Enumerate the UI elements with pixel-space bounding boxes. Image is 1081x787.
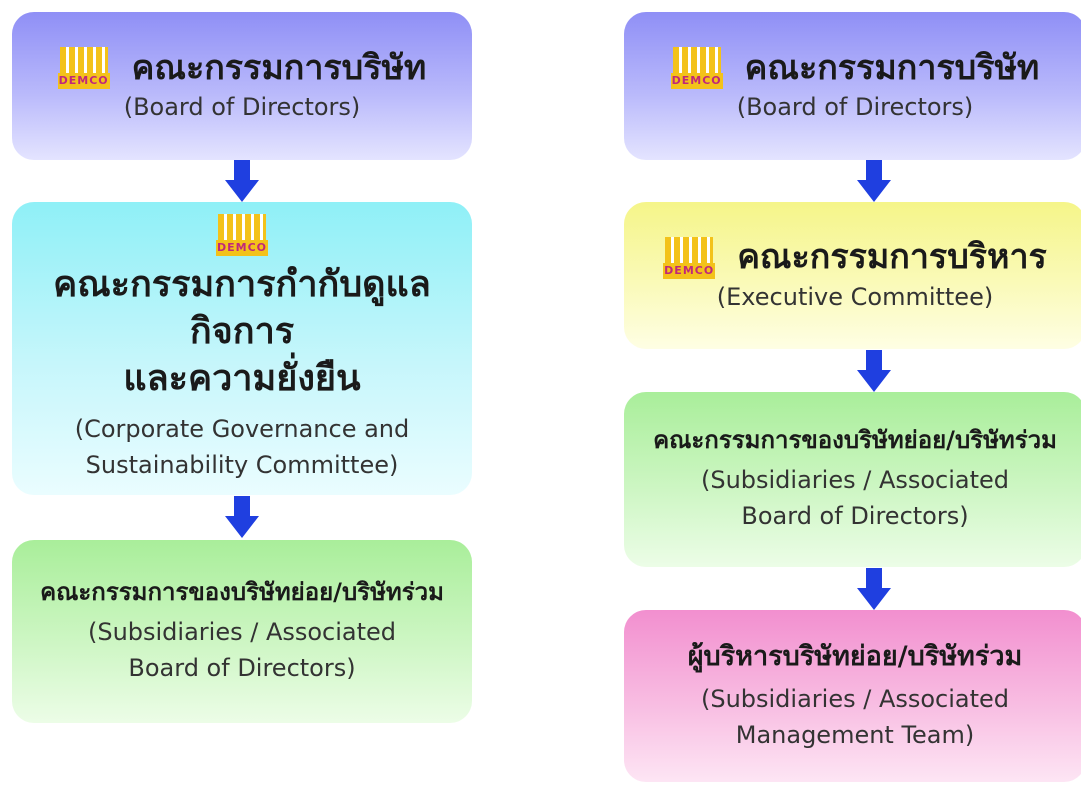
down-arrow-icon (225, 496, 259, 538)
left-governance-th-line1: คณะกรรมการกำกับดูแลกิจการ (53, 264, 431, 353)
right-management-th: ผู้บริหารบริษัทย่อย/บริษัทร่วม (687, 641, 1023, 673)
right-subsidiaries-en-line2: Board of Directors) (741, 502, 969, 531)
left-subsidiaries-en-line2: Board of Directors) (128, 654, 356, 683)
down-arrow-icon (857, 568, 891, 610)
left-governance-en-line1: (Corporate Governance and (74, 414, 410, 443)
demco-logo-icon: DEMCO (57, 47, 110, 89)
left-governance-th-line2: และความยั่งยืน (123, 357, 361, 399)
right-management-box: ผู้บริหารบริษัทย่อย/บริษัทร่วม (Subsidia… (624, 610, 1081, 782)
right-board-title-row: DEMCO คณะกรรมการบริษัท (670, 47, 1040, 90)
right-board-box: DEMCO คณะกรรมการบริษัท (Board of Directo… (624, 12, 1081, 160)
left-subsidiaries-th: คณะกรรมการของบริษัทย่อย/บริษัทร่วม (40, 577, 444, 606)
left-subsidiaries-en-line1: (Subsidiaries / Associated (87, 618, 397, 647)
right-board-th: คณะกรรมการบริษัท (744, 47, 1040, 88)
right-subsidiaries-th: คณะกรรมการของบริษัทย่อย/บริษัทร่วม (653, 425, 1057, 454)
right-subsidiaries-en-line1: (Subsidiaries / Associated (700, 466, 1010, 495)
right-management-en-line2: Management Team) (735, 720, 975, 749)
left-governance-en-line2: Sustainability Committee) (85, 450, 399, 479)
right-executive-th: คณะกรรมการบริหาร (737, 237, 1047, 278)
left-board-en: (Board of Directors) (123, 93, 361, 122)
left-governance-box: DEMCO คณะกรรมการกำกับดูแลกิจการ และความย… (12, 202, 472, 495)
right-subsidiaries-box: คณะกรรมการของบริษัทย่อย/บริษัทร่วม (Subs… (624, 392, 1081, 567)
right-management-en-line1: (Subsidiaries / Associated (700, 684, 1010, 713)
right-executive-box: DEMCO คณะกรรมการบริหาร (Executive Commit… (624, 202, 1081, 349)
left-board-th: คณะกรรมการบริษัท (131, 47, 427, 88)
demco-logo-icon: DEMCO (670, 47, 723, 89)
right-board-en: (Board of Directors) (736, 93, 974, 122)
right-executive-en: (Executive Committee) (716, 282, 994, 311)
down-arrow-icon (857, 160, 891, 202)
left-subsidiaries-box: คณะกรรมการของบริษัทย่อย/บริษัทร่วม (Subs… (12, 540, 472, 723)
right-executive-title-row: DEMCO คณะกรรมการบริหาร (663, 236, 1047, 279)
left-board-box: DEMCO คณะกรรมการบริษัท (Board of Directo… (12, 12, 472, 160)
demco-logo-icon: DEMCO (216, 214, 268, 257)
down-arrow-icon (225, 160, 259, 202)
demco-logo-icon: DEMCO (663, 236, 716, 279)
down-arrow-icon (857, 350, 891, 392)
left-board-title-row: DEMCO คณะกรรมการบริษัท (57, 47, 427, 90)
